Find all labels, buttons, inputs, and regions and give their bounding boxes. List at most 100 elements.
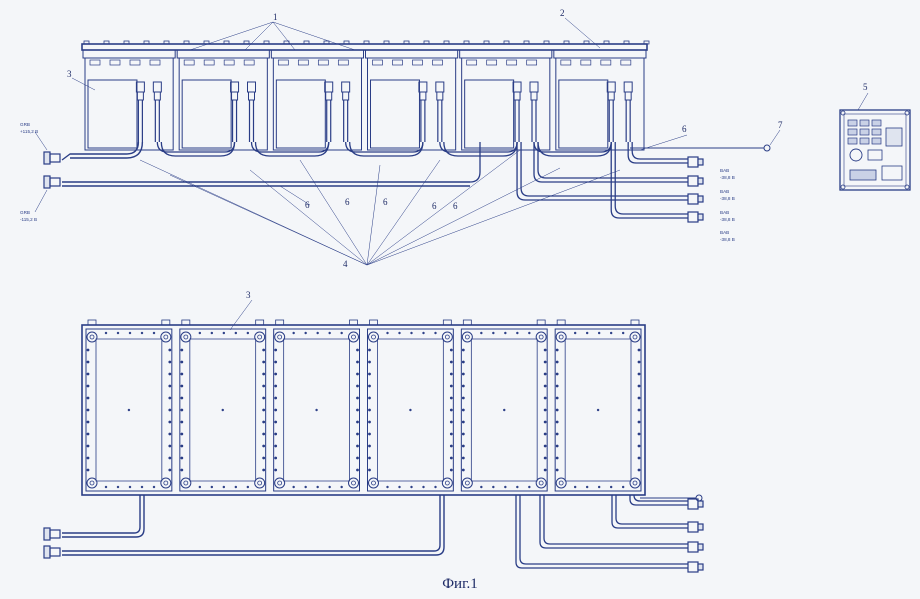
cap-tab: [243, 59, 255, 66]
cap-tab: [149, 59, 161, 66]
side-bolt: [555, 432, 559, 436]
terminal-boot-4-1: [419, 91, 427, 101]
bottom-bolt: [434, 485, 437, 489]
callout-6-b: 6: [345, 197, 350, 207]
cap-tab: [466, 59, 478, 66]
top-bolt: [116, 331, 120, 335]
frame-tab: [161, 319, 171, 326]
cap-tab: [109, 59, 121, 66]
bottom-module-4: [367, 328, 454, 492]
cap-tab: [203, 59, 215, 66]
top-bolt: [316, 331, 319, 335]
rail-bolt: [463, 40, 470, 45]
side-bolt: [262, 384, 266, 388]
bottom-bab-cable-b-4: [519, 495, 688, 565]
side-bolt: [274, 408, 278, 412]
side-bolt: [555, 444, 559, 448]
bottom-bolt: [398, 485, 401, 489]
corner-boss: [368, 477, 379, 489]
side-bolt: [368, 372, 371, 376]
board-relay: [867, 149, 883, 161]
side-bolt: [461, 360, 465, 364]
signal-plug-7: [763, 144, 771, 152]
frame-tab: [442, 319, 452, 326]
bottom-bolt: [492, 485, 495, 489]
corner-boss: [254, 477, 266, 489]
side-bolt: [262, 348, 266, 352]
cap-tab: [412, 59, 423, 66]
bottom-bab-connector-2: [687, 521, 699, 533]
terminal-5-2: [529, 81, 539, 93]
bottom-bab-tip-4: [697, 563, 704, 571]
side-bolt: [356, 408, 359, 412]
cap-tab: [432, 59, 443, 66]
grb-top-name: GRB: [20, 122, 30, 127]
bab-3-value: -38,8 В: [720, 217, 735, 222]
bottom-cable-grb-top-b: [62, 495, 145, 538]
bottom-plate-3: [283, 338, 350, 482]
rail-bolt: [263, 40, 270, 45]
center-dot: [127, 408, 131, 412]
bab-1-value: -38,8 В: [720, 175, 735, 180]
rail-bolt: [243, 40, 250, 45]
bab-connector-tip-2: [697, 177, 704, 185]
leader-1-1: [244, 21, 274, 51]
grb-bottom-value: -115,2 В: [20, 217, 37, 222]
rail-bolt: [363, 40, 370, 45]
bottom-bolt: [304, 485, 307, 489]
corner-boss-hole: [163, 334, 169, 340]
side-bolt: [262, 456, 266, 460]
side-bolt: [555, 372, 559, 376]
cap-tab: [600, 59, 612, 66]
bab-cable-b-4: [614, 142, 688, 215]
bab-connector-tip-4: [697, 213, 704, 221]
bottom-bab-connector-1: [687, 498, 699, 510]
bottom-bab-cable-2: [611, 495, 688, 529]
side-bolt: [180, 384, 184, 388]
board-mount-hole: [840, 110, 846, 116]
battery-cell-4: [370, 79, 420, 149]
side-bolt: [555, 396, 559, 400]
side-bolt: [637, 456, 641, 460]
corner-boss-hole: [632, 334, 638, 340]
side-bolt: [168, 348, 172, 352]
callout-4: 4: [343, 259, 348, 269]
bab-connector-2: [687, 175, 699, 187]
bottom-bolt: [210, 485, 214, 489]
side-bolt: [449, 468, 453, 472]
board-mount-hole: [904, 184, 910, 190]
cap-tab: [486, 59, 498, 66]
cap-tab: [526, 59, 538, 66]
bottom-plate-6: [564, 338, 632, 482]
bab-connector-4: [687, 211, 699, 223]
bottom-bab-cable-3: [539, 495, 688, 549]
bottom-bolt: [340, 485, 343, 489]
bottom-bolt: [128, 485, 132, 489]
corner-boss: [535, 331, 547, 343]
side-bolt: [180, 468, 184, 472]
side-bolt: [555, 420, 559, 424]
module-cap-2: [176, 49, 270, 59]
side-bolt: [543, 360, 547, 364]
cap-tab: [183, 59, 195, 66]
rail-bolt: [583, 40, 590, 45]
inter-module-cable-b-2: [254, 141, 330, 157]
corner-boss: [555, 331, 567, 343]
terminal-boot-5-2: [530, 91, 538, 101]
bab-2-name: BAB: [720, 189, 729, 194]
side-bolt: [368, 444, 371, 448]
side-bolt: [461, 456, 465, 460]
side-bolt: [86, 360, 90, 364]
board-connector: [849, 169, 877, 181]
leader-1-0: [189, 21, 274, 51]
top-bolt: [222, 331, 226, 335]
side-bolt: [356, 384, 359, 388]
bab-cable-4: [610, 142, 688, 219]
grb-bottom-name: GRB: [20, 210, 30, 215]
side-bolt: [274, 384, 278, 388]
cap-tab: [580, 59, 592, 66]
corner-boss: [461, 477, 473, 489]
frame-tab: [369, 319, 378, 326]
side-bolt: [180, 360, 184, 364]
top-bolt: [434, 331, 437, 335]
